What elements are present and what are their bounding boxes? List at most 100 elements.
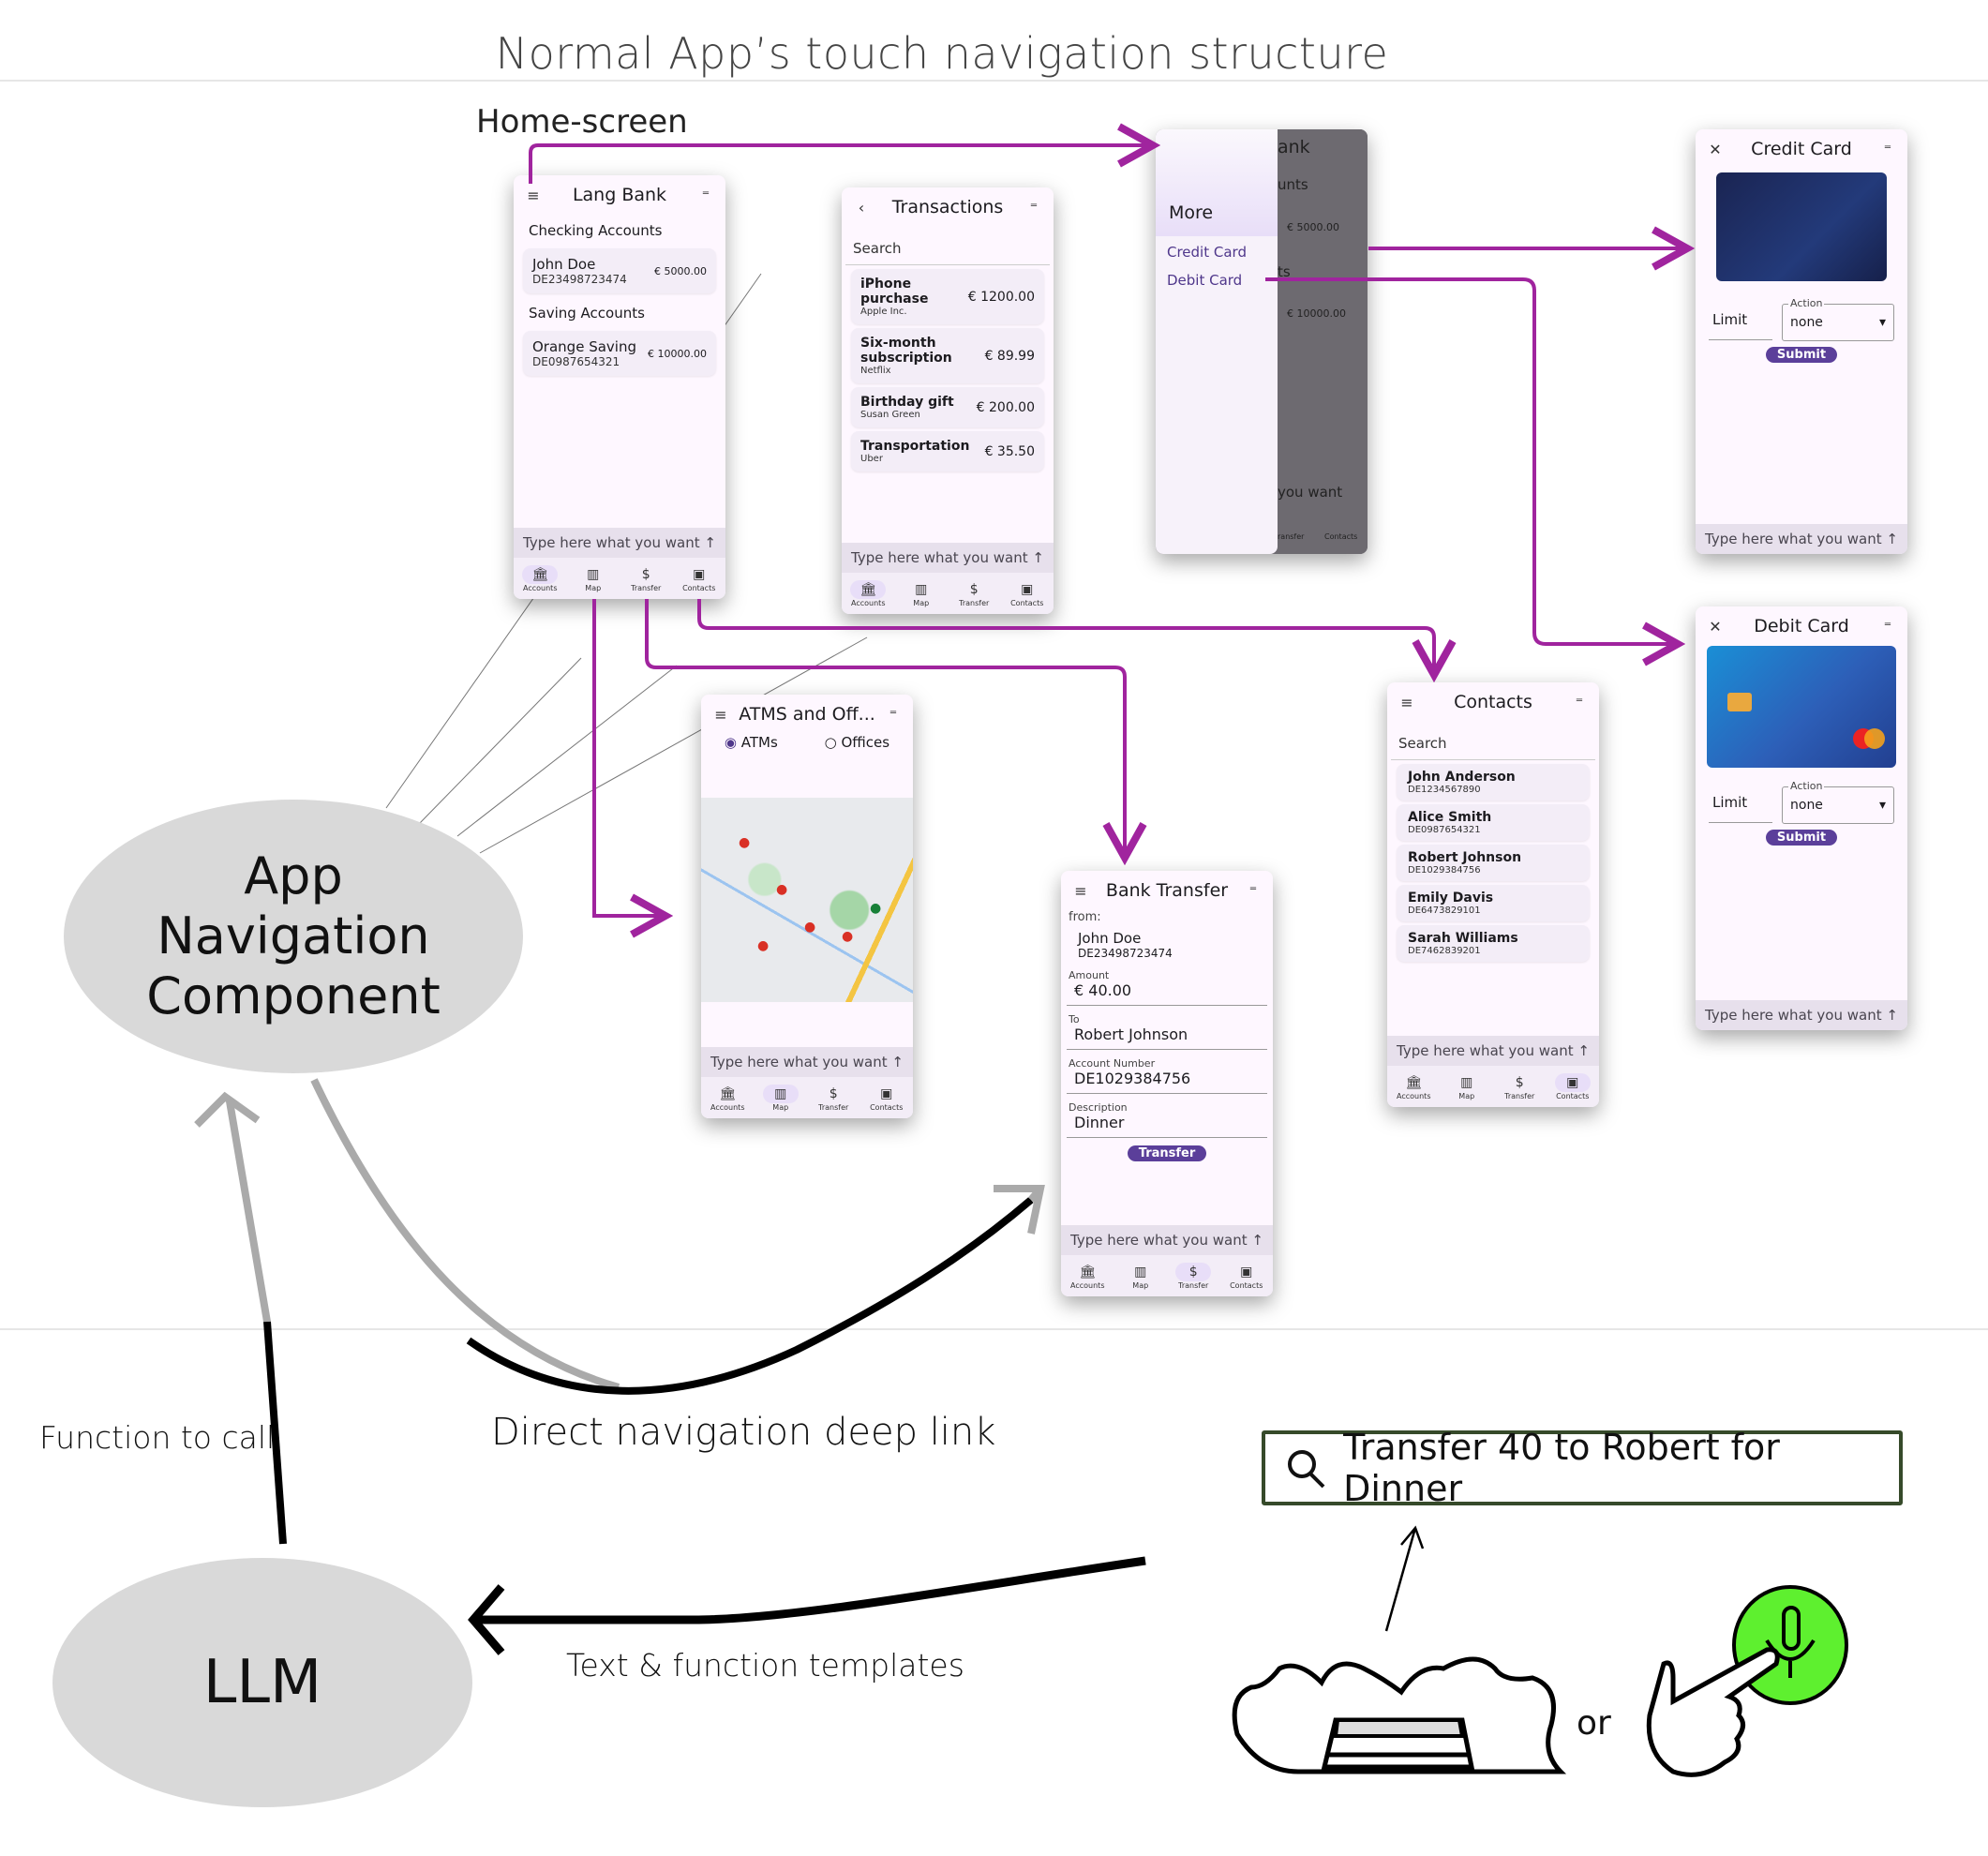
more-icon[interactable]: ⁼: [1248, 881, 1258, 900]
contact-iban: DE7462839201: [1408, 946, 1481, 956]
nav-map[interactable]: ▥Map: [1114, 1263, 1167, 1290]
submit-button[interactable]: Submit: [1765, 347, 1838, 363]
prompt-input[interactable]: Type here what you want↑: [1696, 1000, 1907, 1030]
menu-icon[interactable]: ≡: [1074, 881, 1087, 900]
more-icon[interactable]: ⁼: [1883, 140, 1892, 158]
map-icon: ▥: [762, 1084, 799, 1103]
nav-accounts[interactable]: 🏛Accounts: [522, 564, 559, 592]
more-icon[interactable]: ⁼: [1883, 617, 1892, 636]
bank-icon: 🏛: [1405, 1074, 1423, 1090]
nav-contacts[interactable]: ▣Contacts: [870, 1085, 904, 1112]
search-input[interactable]: Search: [1391, 722, 1595, 760]
nav-accounts[interactable]: 🏛Accounts: [850, 579, 887, 607]
send-arrow-icon[interactable]: ↑: [1886, 1007, 1898, 1024]
send-arrow-icon[interactable]: ↑: [891, 1054, 904, 1070]
screen-title: Contacts: [1454, 692, 1532, 712]
nav-transfer[interactable]: $Transfer: [620, 565, 672, 592]
radio-selected-icon: ◉: [724, 734, 737, 751]
limit-input[interactable]: Limit: [1709, 788, 1772, 823]
drawer-item-credit-card[interactable]: Credit Card: [1167, 244, 1247, 261]
prompt-input[interactable]: Type here what you want↑: [842, 543, 1054, 573]
nav-transfer[interactable]: $Transfer: [1493, 1073, 1546, 1100]
prompt-input[interactable]: Type here what you want↑: [514, 528, 725, 558]
account-card[interactable]: Orange Saving DE0987654321 € 10000.00: [523, 331, 716, 376]
account-name: John Doe: [532, 256, 596, 273]
map-view[interactable]: ● ● ● ● ● ●: [701, 798, 913, 1002]
field-label: Description: [1069, 1101, 1128, 1114]
back-icon[interactable]: ‹: [858, 198, 865, 217]
nav-contacts[interactable]: ▣Contacts: [1010, 581, 1044, 607]
submit-button[interactable]: Submit: [1765, 830, 1838, 846]
send-arrow-icon[interactable]: ↑: [1577, 1042, 1590, 1059]
nav-transfer[interactable]: $Transfer: [807, 1085, 859, 1112]
field-value[interactable]: Robert Johnson: [1067, 1025, 1267, 1050]
menu-icon[interactable]: ≡: [527, 186, 540, 204]
contact-name: John Anderson: [1408, 770, 1516, 785]
nav-map[interactable]: ▥Map: [895, 580, 948, 607]
field-value[interactable]: DE1029384756: [1067, 1070, 1267, 1094]
close-icon[interactable]: ✕: [1709, 617, 1722, 636]
prompt-input[interactable]: Type here what you want↑: [701, 1047, 913, 1077]
nav-contacts[interactable]: ▣Contacts: [682, 566, 716, 592]
search-input[interactable]: Search: [845, 227, 1050, 265]
nav-transfer[interactable]: $Transfer: [948, 580, 1000, 607]
nav-accounts[interactable]: 🏛Accounts: [710, 1085, 745, 1112]
nav-map[interactable]: ▥Map: [755, 1084, 807, 1112]
voice-input-icon[interactable]: [1636, 1575, 1861, 1790]
menu-icon[interactable]: ≡: [714, 705, 727, 724]
prompt-input[interactable]: Type here what you want↑: [1387, 1036, 1599, 1066]
prompt-input[interactable]: Type here what you want↑: [1696, 524, 1907, 554]
drawer-item-debit-card[interactable]: Debit Card: [1167, 272, 1243, 289]
screen-title: ATMS and Off...: [739, 704, 875, 725]
radio-offices[interactable]: ○ Offices: [824, 734, 890, 751]
transfer-field[interactable]: Amount€ 40.00: [1061, 969, 1273, 1006]
more-icon[interactable]: ⁼: [1575, 693, 1584, 711]
nav-accounts[interactable]: 🏛Accounts: [1070, 1264, 1105, 1290]
more-icon[interactable]: ⁼: [1029, 198, 1039, 217]
nav-accounts[interactable]: 🏛Accounts: [1397, 1074, 1431, 1100]
prompt-input[interactable]: Type here what you want↑: [1061, 1225, 1273, 1255]
menu-icon[interactable]: ≡: [1400, 693, 1413, 711]
more-icon[interactable]: ⁼: [889, 705, 898, 724]
send-arrow-icon[interactable]: ↑: [1886, 531, 1898, 547]
field-value[interactable]: € 40.00: [1067, 981, 1267, 1006]
bank-icon: 🏛: [719, 1085, 737, 1101]
nav-map[interactable]: ▥Map: [567, 565, 620, 592]
nav-contacts[interactable]: ▣Contacts: [1230, 1264, 1263, 1290]
credit-card-image: [1716, 172, 1887, 281]
close-icon[interactable]: ✕: [1709, 140, 1722, 158]
contacts-icon: ▣: [1240, 1264, 1253, 1280]
send-arrow-icon[interactable]: ↑: [1251, 1232, 1263, 1249]
phone-drawer: ank unts € 5000.00 ts € 10000.00 you wan…: [1156, 129, 1368, 554]
send-arrow-icon[interactable]: ↑: [704, 534, 716, 551]
transfer-button[interactable]: Transfer: [1127, 1145, 1207, 1161]
limit-input[interactable]: Limit: [1709, 306, 1772, 340]
transaction-amount: € 1200.00: [967, 289, 1035, 305]
nav-transfer[interactable]: $Transfer: [1167, 1262, 1219, 1290]
map-icon: ▥: [1134, 1264, 1147, 1280]
nav-contacts[interactable]: ▣Contacts: [1554, 1072, 1591, 1100]
radio-atms[interactable]: ◉ ATMs: [724, 734, 778, 751]
account-card[interactable]: John Doe DE23498723474 € 5000.00: [523, 248, 716, 293]
field-value[interactable]: Dinner: [1067, 1114, 1267, 1138]
nav-map[interactable]: ▥Map: [1441, 1073, 1493, 1100]
send-arrow-icon[interactable]: ↑: [1032, 549, 1044, 566]
from-account[interactable]: John Doe DE23498723474: [1078, 930, 1173, 960]
more-icon[interactable]: ⁼: [701, 186, 710, 204]
command-input[interactable]: Transfer 40 to Robert for Dinner: [1262, 1427, 1903, 1509]
